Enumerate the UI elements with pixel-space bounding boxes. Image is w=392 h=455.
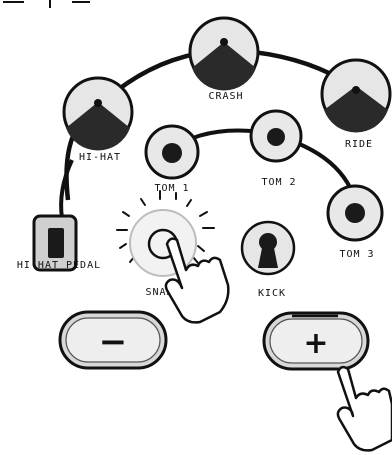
kick-pad[interactable] [240, 220, 296, 276]
ride-label: RIDE [345, 139, 373, 150]
tom2-pad[interactable] [249, 109, 303, 163]
kick-label: KICK [258, 288, 286, 299]
hihat-pedal-label: HI-HAT PEDAL [17, 260, 101, 271]
tom1-pad[interactable] [144, 124, 200, 180]
tom3-label: TOM 3 [339, 249, 374, 260]
snare-label: SNARE [145, 287, 180, 298]
pedal-cable [59, 159, 74, 219]
pointing-hand-icon [164, 237, 230, 324]
minus-button-label: − [99, 322, 128, 362]
pointing-hand-icon [336, 365, 392, 452]
tom3-pad[interactable] [326, 184, 384, 242]
snare-glow-rays [116, 190, 215, 264]
tom2-label: TOM 2 [261, 177, 296, 188]
tom1-label: TOM 1 [154, 183, 189, 194]
crash-label: CRASH [208, 91, 243, 102]
plus-button-label: + [303, 326, 328, 361]
hihat-label: HI-HAT [79, 152, 121, 163]
cymbal-cable [64, 47, 354, 201]
minus-button[interactable]: − [58, 310, 168, 370]
hihat-pedal-pad[interactable] [32, 214, 78, 272]
plus-button[interactable]: + [262, 311, 370, 371]
ride-cymbal-pad[interactable] [320, 58, 392, 133]
crash-cymbal-pad[interactable] [188, 16, 260, 91]
hihat-cymbal-pad[interactable] [62, 76, 134, 151]
top-edge-fragment [3, 0, 90, 8]
